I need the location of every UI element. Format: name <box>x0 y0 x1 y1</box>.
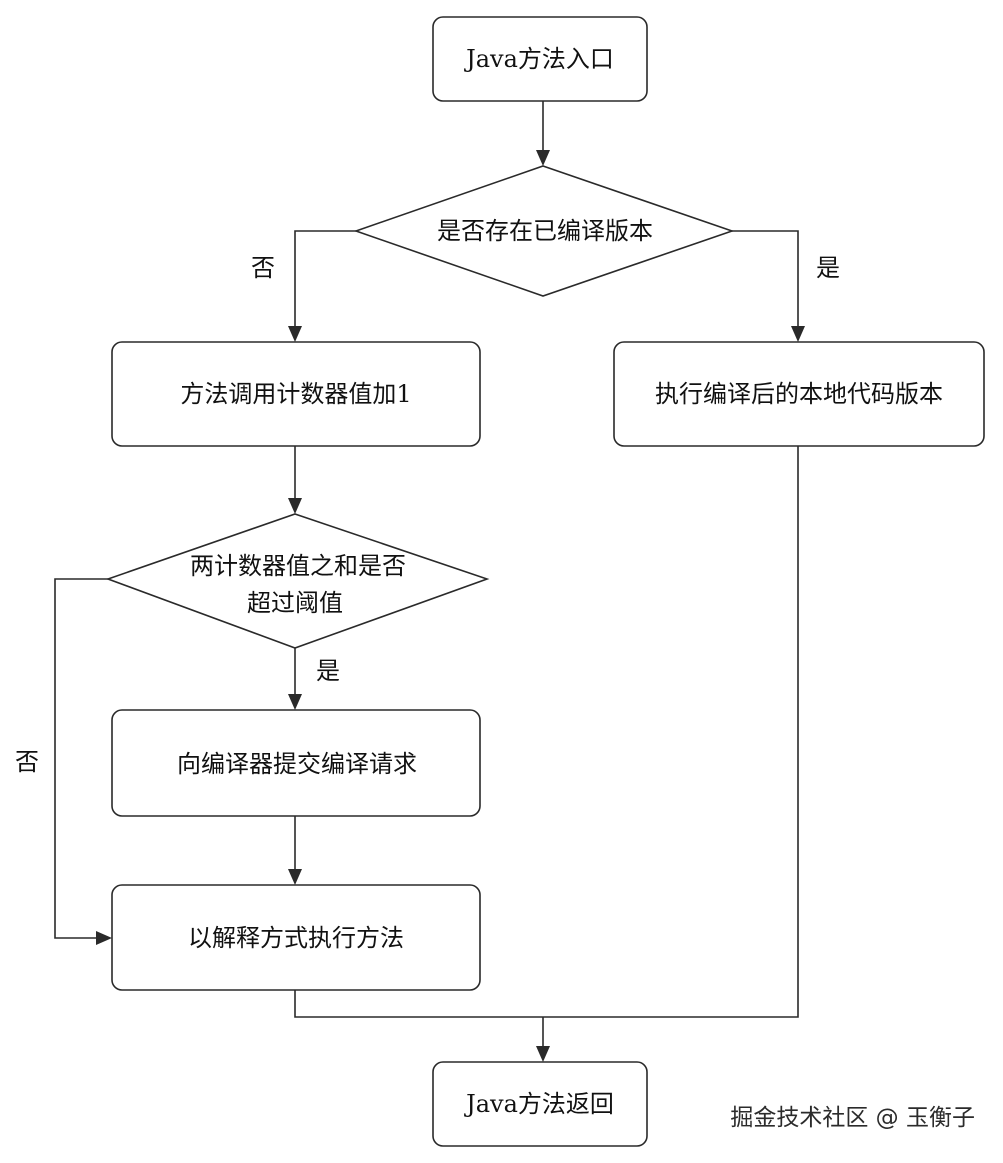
node-check-compiled: 是否存在已编译版本 <box>353 165 735 297</box>
edge-native-to-merge <box>543 446 799 1018</box>
interpret-label: 以解释方式执行方法 <box>188 924 404 952</box>
interpret-box <box>111 884 481 991</box>
edge-threshold-no <box>54 578 108 939</box>
arrowhead <box>288 326 302 342</box>
node-execute-native: 执行编译后的本地代码版本 <box>613 341 985 447</box>
threshold-check-label-line2: 超过阈值 <box>247 589 343 617</box>
arrowhead <box>288 869 302 885</box>
start-label: Java方法入口 <box>463 45 614 73</box>
arrowhead <box>96 931 112 945</box>
arrowhead <box>536 150 550 166</box>
submit-compile-label: 向编译器提交编译请求 <box>177 750 417 778</box>
edge-interpret-to-merge <box>294 990 543 1018</box>
arrowhead <box>288 498 302 514</box>
end-label: Java方法返回 <box>463 1090 614 1118</box>
increment-counter-box <box>111 341 481 447</box>
node-submit-compile: 向编译器提交编译请求 <box>111 709 481 817</box>
node-start: Java方法入口 <box>432 16 648 102</box>
check-compiled-label: 是否存在已编译版本 <box>437 217 653 245</box>
threshold-check-label-line1: 两计数器值之和是否 <box>190 552 406 580</box>
watermark-text: 掘金技术社区 @ 玉衡子 <box>730 1105 975 1131</box>
start-box <box>432 16 648 102</box>
edge-label-threshold-yes: 是 <box>316 657 340 685</box>
connectors <box>54 101 805 1062</box>
node-end: Java方法返回 <box>432 1061 648 1147</box>
arrowhead <box>536 1046 550 1062</box>
node-threshold-check: 两计数器值之和是否 超过阈值 <box>105 513 490 649</box>
edge-check-yes <box>732 230 799 326</box>
arrowhead <box>288 694 302 710</box>
check-compiled-diamond <box>353 165 735 297</box>
edge-check-no <box>294 230 356 326</box>
edge-label-threshold-no: 否 <box>15 748 39 776</box>
execute-native-box <box>613 341 985 447</box>
arrowhead <box>791 326 805 342</box>
node-increment-counter: 方法调用计数器值加1 <box>111 341 481 447</box>
execute-native-label: 执行编译后的本地代码版本 <box>655 380 943 408</box>
edge-label-compiled-no: 否 <box>251 254 275 282</box>
end-box <box>432 1061 648 1147</box>
submit-compile-box <box>111 709 481 817</box>
increment-counter-label: 方法调用计数器值加1 <box>180 380 411 408</box>
edge-label-compiled-yes: 是 <box>816 254 840 282</box>
node-interpret: 以解释方式执行方法 <box>111 884 481 991</box>
threshold-check-diamond <box>105 513 490 649</box>
